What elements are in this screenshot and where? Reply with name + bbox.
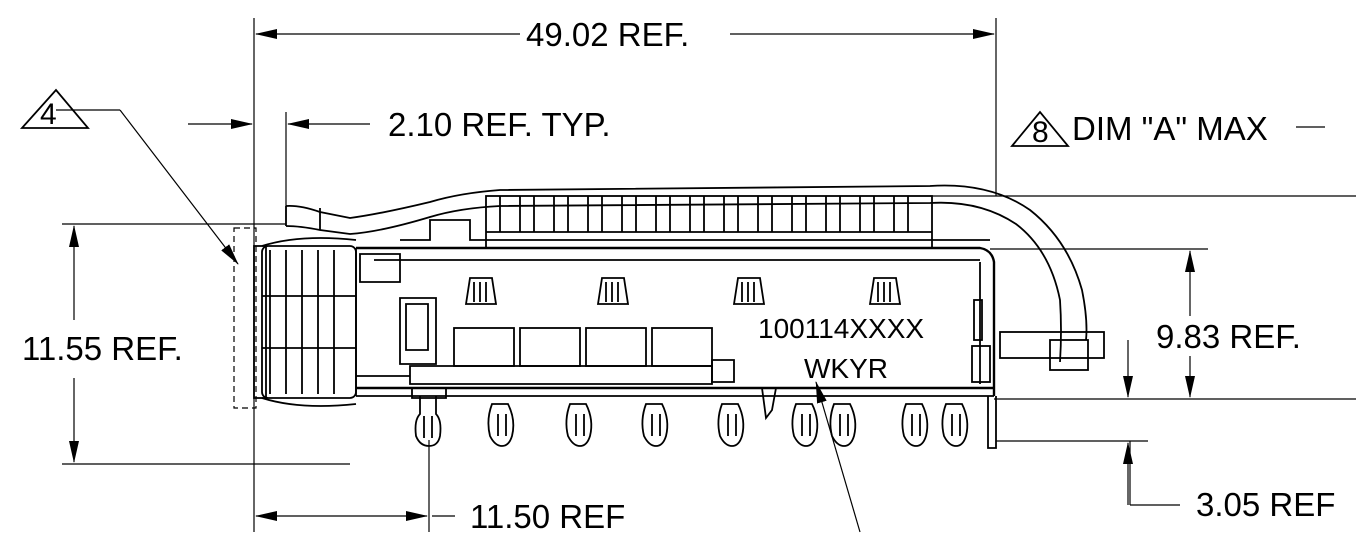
flag-note-8: 8 — [1010, 110, 1070, 149]
cage-body — [233, 184, 1105, 449]
dim-pin-length: 3.05 REF — [1196, 486, 1335, 523]
marking-part-number: 100114XXXX — [758, 313, 924, 344]
dimension-arrows — [69, 29, 1195, 533]
extension-lines — [62, 18, 1356, 532]
press-fit-pins — [411, 387, 969, 447]
dim-overall-length: 49.02 REF. — [526, 16, 689, 53]
dim-pin-offset: 11.50 REF — [470, 498, 625, 535]
dim-lip: 2.10 REF. TYP. — [388, 106, 611, 143]
marking-date-code: WKYR — [804, 353, 888, 384]
flag-note-4: 4 — [19, 88, 120, 131]
dim-body-height: 9.83 REF. — [1156, 318, 1301, 355]
flag-4-number: 4 — [40, 98, 57, 131]
note-dim-a: DIM "A" MAX — [1072, 110, 1268, 147]
flag-8-number: 8 — [1032, 116, 1049, 149]
dim-total-height: 11.55 REF. — [22, 330, 183, 367]
